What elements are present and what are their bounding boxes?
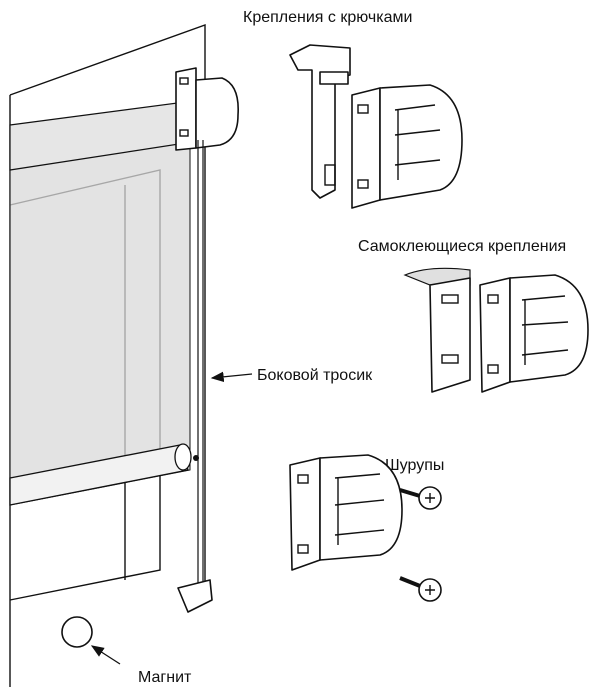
screw-icon — [399, 576, 442, 602]
adhesive-mount-illustration — [403, 267, 589, 393]
side-cord-arrow — [210, 371, 253, 383]
magnet-label: Магнит — [138, 669, 192, 686]
side-cord — [177, 140, 213, 613]
screw-mount-illustration — [289, 454, 403, 571]
magnet-icon — [61, 616, 93, 648]
hook-mount-illustration — [289, 44, 463, 209]
side-cord-label: Боковой тросик — [257, 367, 373, 384]
wall-bracket — [175, 67, 239, 151]
hook-mounts-label: Крепления с крючками — [243, 9, 412, 26]
adhesive-mounts-label: Самоклеющиеся крепления — [358, 238, 566, 255]
magnet-arrow — [90, 645, 121, 665]
blind-fabric — [9, 119, 191, 506]
screws-label: Шурупы — [385, 457, 444, 474]
bottom-bar — [9, 443, 192, 506]
screw-icon — [399, 486, 442, 510]
